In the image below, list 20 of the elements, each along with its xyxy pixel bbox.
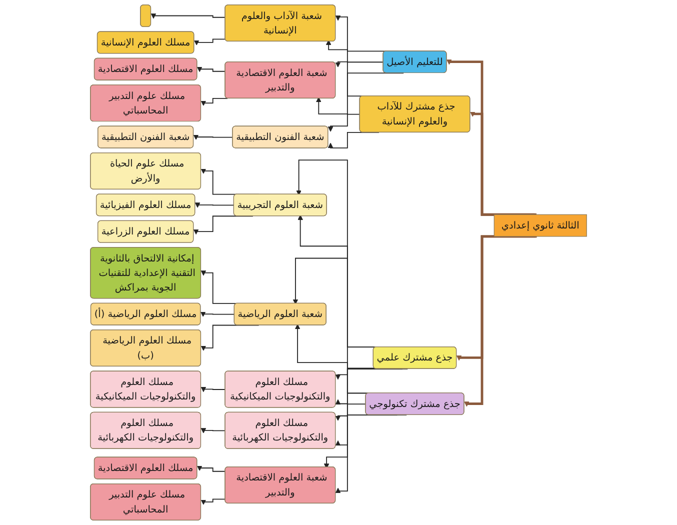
arrow xyxy=(335,61,384,68)
arrow xyxy=(316,96,360,115)
arrow xyxy=(194,202,234,208)
arrow xyxy=(196,466,226,472)
arrow xyxy=(196,66,226,72)
arrow xyxy=(470,112,535,216)
arrow xyxy=(335,368,375,380)
arrow xyxy=(200,312,235,317)
node-box: الثالثة ثانوي إعدادي xyxy=(494,214,587,237)
arrow xyxy=(200,386,226,392)
arrow xyxy=(200,98,228,106)
arrow xyxy=(200,498,226,505)
arrow xyxy=(194,38,226,46)
arrow xyxy=(446,59,536,216)
arrow xyxy=(335,399,366,405)
arrow xyxy=(193,216,254,235)
arrow xyxy=(200,428,226,434)
arrow xyxy=(150,13,226,19)
arrow xyxy=(193,134,234,140)
arrow xyxy=(464,235,537,407)
